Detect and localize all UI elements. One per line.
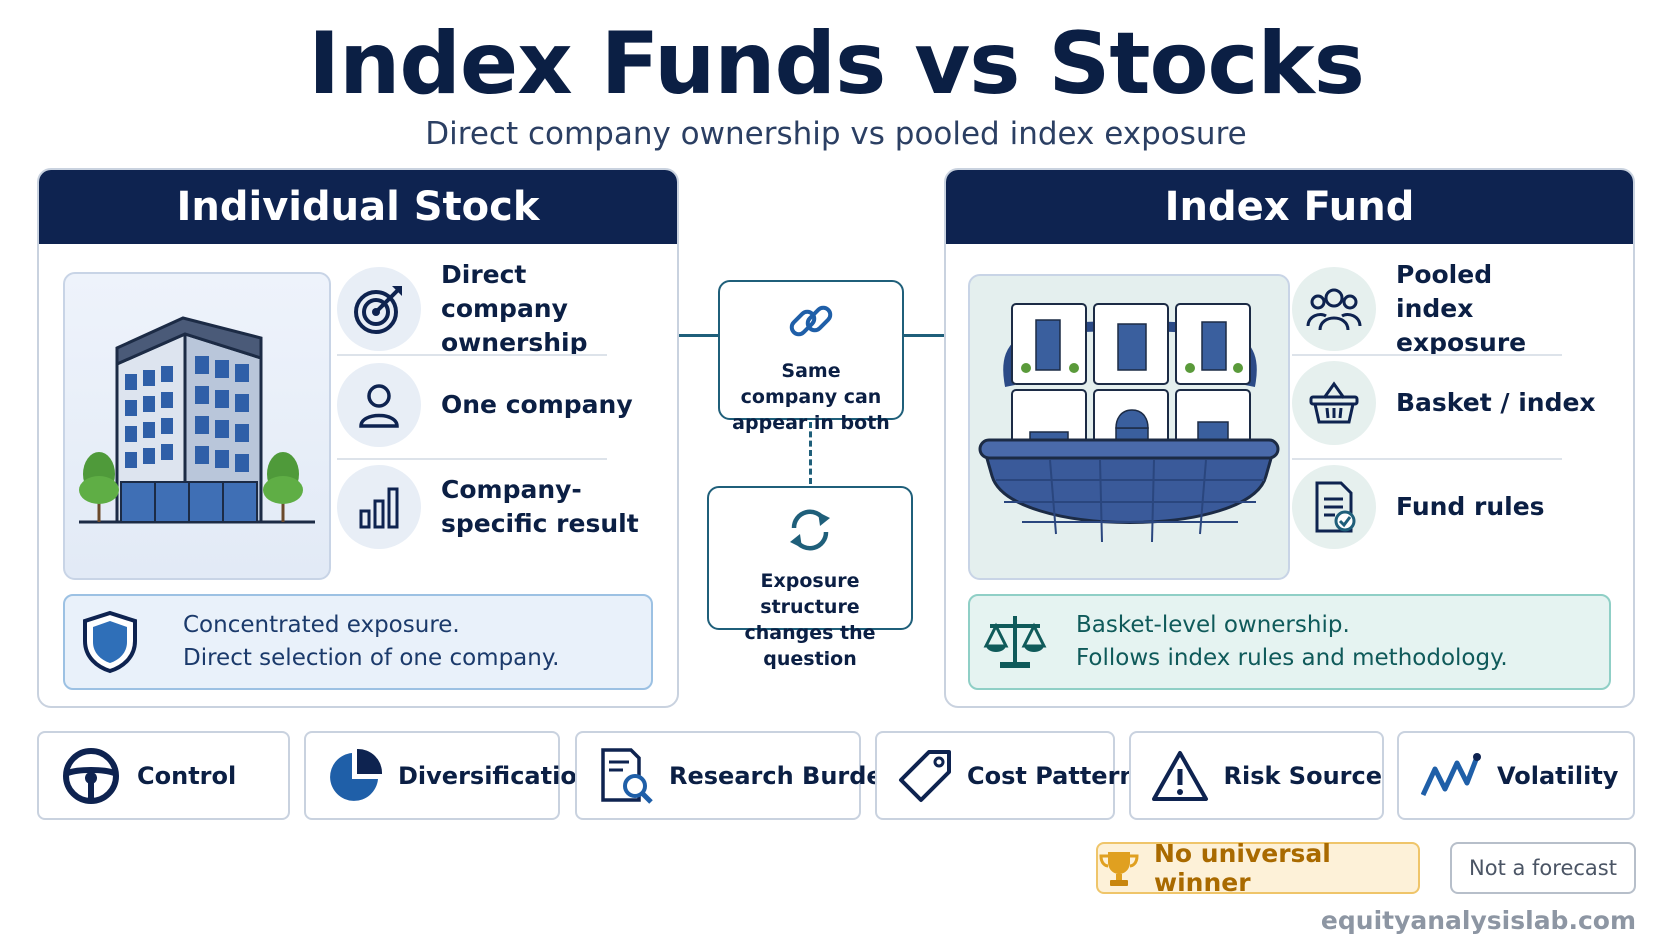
metric-label: Volatility	[1497, 761, 1619, 790]
feature-direct-ownership: Direct company ownership	[337, 258, 641, 360]
basket-of-companies-icon	[978, 303, 1280, 543]
divider	[1292, 354, 1562, 356]
index-fund-panel: Index Fund Pooled index exp	[944, 168, 1635, 708]
link-icon	[720, 296, 902, 346]
steering-wheel-icon	[59, 744, 123, 808]
summary-line-2: Direct selection of one company.	[183, 645, 560, 671]
shield-icon	[65, 609, 155, 675]
feature-label: One company	[441, 390, 633, 419]
divider	[1292, 458, 1562, 460]
no-universal-winner-text: No universal winner	[1154, 839, 1331, 897]
not-a-forecast-badge: Not a forecast	[1450, 842, 1636, 894]
pie-chart-icon	[326, 744, 384, 808]
connector-left	[679, 334, 719, 337]
metric-label: Research Burden	[669, 761, 900, 790]
metric-volatility: Volatility	[1397, 731, 1635, 820]
index-fund-summary: Basket-level ownership. Follows index ru…	[968, 594, 1611, 690]
feature-label: Pooled index exposure	[1396, 260, 1527, 357]
connector-dashed	[809, 422, 812, 484]
metric-label: Diversification	[398, 761, 594, 790]
page-title: Index Funds vs Stocks	[308, 14, 1365, 114]
warning-icon	[1151, 744, 1209, 808]
feature-label: Fund rules	[1396, 492, 1545, 521]
feature-basket-index: Basket / index	[1292, 361, 1596, 445]
connector-right	[904, 334, 944, 337]
document-check-icon	[1292, 465, 1376, 549]
metric-label: Risk Source	[1223, 761, 1382, 790]
document-search-icon	[597, 744, 655, 808]
same-company-box: Same company can appear in both	[718, 280, 904, 434]
basket-illustration	[968, 274, 1290, 580]
feature-one-company: One company	[337, 363, 633, 447]
feature-label: Direct company ownership	[441, 260, 588, 357]
metric-research-burden: Research Burden	[575, 731, 900, 820]
individual-stock-summary: Concentrated exposure. Direct selection …	[63, 594, 653, 690]
exposure-structure-box: Exposure structure changes the question	[707, 486, 913, 670]
summary-line-2: Follows index rules and methodology.	[1076, 645, 1508, 671]
feature-company-specific-result: Company-specific result	[337, 465, 661, 549]
divider	[337, 458, 607, 460]
feature-label: Company-specific result	[441, 475, 639, 538]
scales-icon	[970, 612, 1060, 672]
metric-cost-pattern: Cost Pattern	[875, 731, 1137, 820]
group-icon	[1292, 267, 1376, 351]
summary-line-1: Basket-level ownership.	[1076, 612, 1350, 638]
same-company-text: Same company can appear in both	[732, 360, 890, 434]
no-universal-winner-badge: No universal winner	[1096, 839, 1420, 897]
index-fund-panel-title: Index Fund	[946, 170, 1633, 244]
bar-chart-icon	[337, 465, 421, 549]
trophy-icon	[1098, 848, 1140, 888]
refresh-icon	[709, 504, 911, 556]
basket-icon	[1292, 361, 1376, 445]
footer-url: equityanalysislab.com	[1320, 906, 1636, 935]
individual-stock-panel: Individual Stock	[37, 168, 679, 708]
metric-label: Control	[137, 761, 237, 790]
price-tag-icon	[897, 744, 953, 808]
office-building-icon	[79, 316, 315, 524]
metric-diversification: Diversification	[304, 731, 594, 820]
individual-stock-panel-title: Individual Stock	[39, 170, 677, 244]
metric-control: Control	[37, 731, 290, 820]
metric-risk-source: Risk Source	[1129, 731, 1384, 820]
person-icon	[337, 363, 421, 447]
zigzag-line-icon	[1419, 744, 1483, 808]
metric-label: Cost Pattern	[967, 761, 1137, 790]
summary-line-1: Concentrated exposure.	[183, 612, 460, 638]
office-building-illustration	[63, 272, 331, 580]
feature-label: Basket / index	[1396, 388, 1596, 417]
feature-pooled-exposure: Pooled index exposure	[1292, 258, 1556, 360]
divider	[337, 354, 607, 356]
target-icon	[337, 267, 421, 351]
feature-fund-rules: Fund rules	[1292, 465, 1545, 549]
page-subtitle: Direct company ownership vs pooled index…	[425, 116, 1247, 152]
exposure-structure-text: Exposure structure changes the question	[744, 570, 876, 670]
